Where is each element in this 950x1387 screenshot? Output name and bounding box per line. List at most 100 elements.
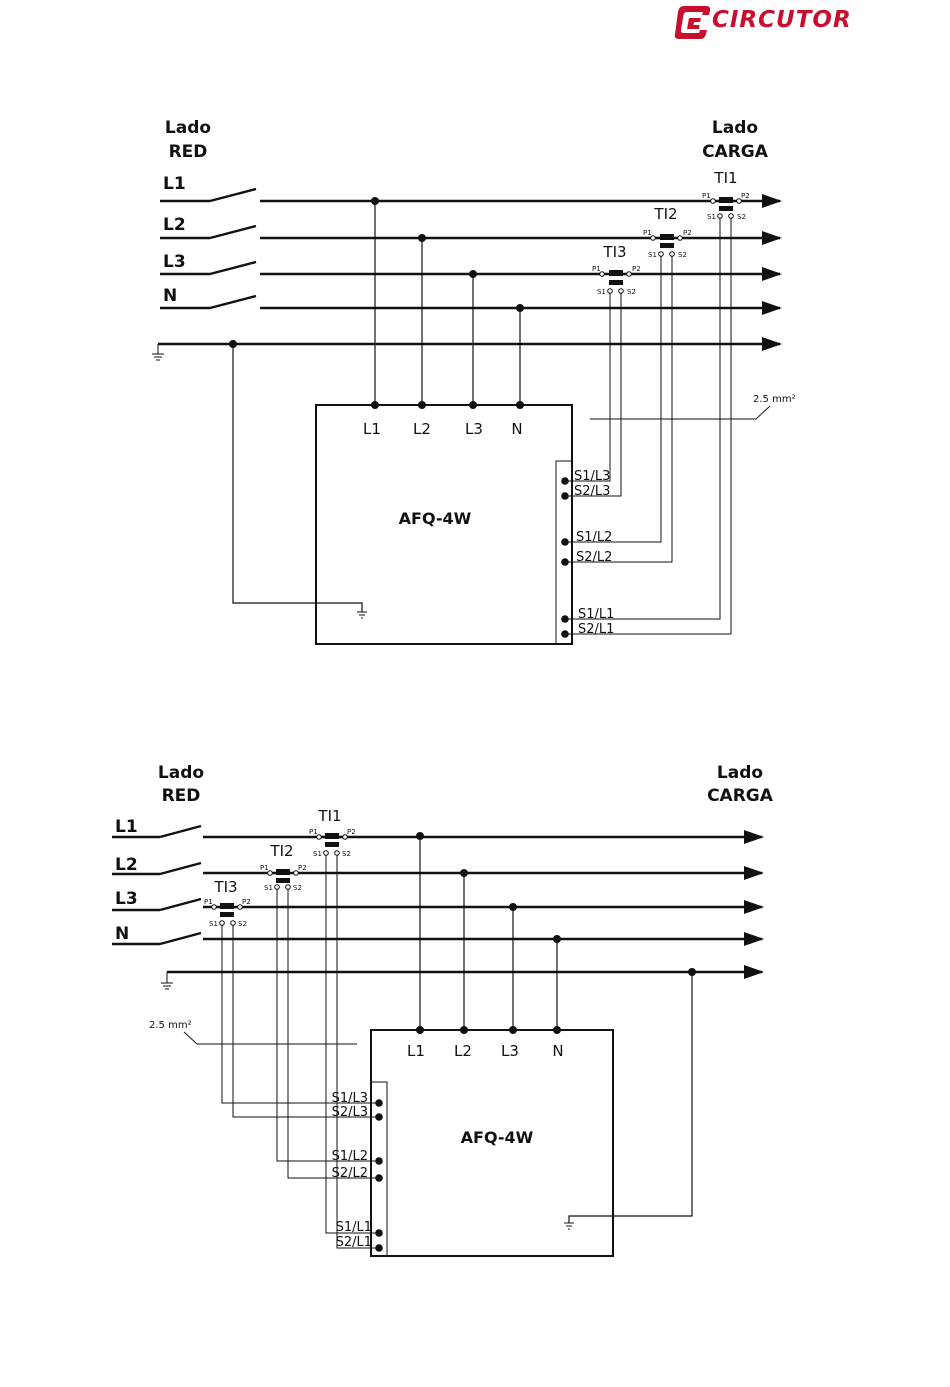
line-label-n: N — [163, 286, 177, 306]
ct-terminal-label: P1 — [204, 898, 213, 906]
brand-name: CIRCUTOR — [712, 5, 852, 35]
terminal-dot — [371, 401, 379, 409]
current-transformer-ti3: TI3 P1 P2 S1 S2 — [592, 243, 641, 296]
ct-terminal-label: S1 — [597, 288, 606, 296]
ct-input-label: S1/L1 — [336, 1220, 372, 1235]
ct-input-terminals — [561, 477, 569, 638]
ct-terminal-label: S1 — [264, 884, 273, 892]
terminal-dot — [416, 1026, 424, 1034]
ct-input-label: S2/L2 — [576, 550, 612, 565]
ct-label: TI2 — [269, 842, 293, 860]
current-transformer-ti3: TI3 P1 P2 S1 S2 — [204, 878, 251, 928]
device-terminal-label: L2 — [454, 1042, 472, 1060]
junction-dot — [469, 270, 477, 278]
junction-dot — [516, 304, 524, 312]
ct-input-label: S1/L3 — [574, 469, 610, 484]
line-label-l3: L3 — [115, 889, 138, 909]
device-terminal-label: L3 — [465, 420, 483, 438]
line-label-l3: L3 — [163, 252, 186, 272]
current-transformer-ti1: TI1 P1 P2 S1 S2 — [309, 807, 356, 858]
earth-symbol — [357, 612, 367, 618]
ct-terminal-label: P2 — [242, 898, 251, 906]
terminal-dot — [418, 401, 426, 409]
side-label-load: Lado — [717, 763, 763, 783]
junction-dot — [416, 832, 424, 840]
junction-dot — [371, 197, 379, 205]
ct-terminal-label: P1 — [643, 229, 652, 237]
ct-terminal-label: S2 — [737, 213, 746, 221]
ct-secondary-wires — [565, 218, 731, 634]
ct-terminal-label: P2 — [741, 192, 750, 200]
ct-secondary-wires — [222, 855, 379, 1248]
device-terminal-label: N — [511, 420, 522, 438]
device-terminal-label: L1 — [407, 1042, 425, 1060]
side-label-network: RED — [162, 786, 201, 806]
junction-dot — [460, 869, 468, 877]
ct-terminal-label: P1 — [702, 192, 711, 200]
earth-wire — [233, 344, 362, 612]
ct-input-terminals — [375, 1099, 383, 1252]
ct-label: TI3 — [213, 878, 237, 896]
ct-input-label: S1/L3 — [332, 1091, 368, 1106]
terminal-dot — [469, 401, 477, 409]
current-transformer-ti1: TI1 P1 P2 S1 S2 — [702, 169, 750, 221]
side-label-network: Lado — [158, 763, 204, 783]
ct-input-label: S2/L3 — [574, 484, 610, 499]
wiring-diagram-network-side: Lado RED Lado CARGA L1 L2 L3 N TI1 P1 P2 — [0, 750, 950, 1270]
line-label-l1: L1 — [115, 817, 138, 837]
device-name: AFQ-4W — [461, 1128, 534, 1147]
ct-label: TI1 — [317, 807, 341, 825]
circutor-logo: CIRCUTOR — [674, 2, 864, 42]
device-terminal-label: N — [552, 1042, 563, 1060]
ct-label: TI2 — [653, 205, 677, 223]
line-label-n: N — [115, 924, 129, 944]
voltage-connections — [420, 837, 557, 1030]
ct-label: TI3 — [602, 243, 626, 261]
side-label-load: CARGA — [707, 786, 774, 806]
terminal-dot — [509, 1026, 517, 1034]
ct-input-label: S1/L2 — [332, 1149, 368, 1164]
device-terminal-label: L2 — [413, 420, 431, 438]
circutor-logo-icon — [674, 2, 714, 42]
ct-terminal-label: P2 — [683, 229, 692, 237]
junction-dot — [553, 935, 561, 943]
ct-terminal-label: P2 — [632, 265, 641, 273]
ct-input-label: S1/L1 — [578, 607, 614, 622]
terminal-dot — [553, 1026, 561, 1034]
current-transformer-ti2: TI2 P1 P2 S1 S2 — [260, 842, 307, 892]
earth-symbol — [152, 344, 164, 360]
cable-section-label: 2.5 mm² — [149, 1020, 192, 1031]
ct-terminal-label: S1 — [209, 920, 218, 928]
ct-terminal-label: P1 — [309, 828, 318, 836]
device-terminal-label: L1 — [363, 420, 381, 438]
side-label-load: CARGA — [702, 142, 769, 162]
ct-terminal-label: S2 — [678, 251, 687, 259]
ct-terminal-label: S2 — [293, 884, 302, 892]
terminal-dot — [516, 401, 524, 409]
junction-dot — [418, 234, 426, 242]
ct-terminal-label: S2 — [342, 850, 351, 858]
ct-terminal-label: P1 — [592, 265, 601, 273]
ct-terminal-label: S1 — [648, 251, 657, 259]
ct-input-label: S2/L1 — [578, 622, 614, 637]
ct-terminal-label: P2 — [298, 864, 307, 872]
earth-wire — [569, 972, 692, 1223]
wiring-diagram-load-side: Lado RED Lado CARGA L1 L2 L3 N TI1 P1 P2 — [0, 100, 950, 660]
side-label-network: RED — [169, 142, 208, 162]
junction-dot — [509, 903, 517, 911]
line-label-l2: L2 — [115, 855, 138, 875]
line-label-l1: L1 — [163, 174, 186, 194]
ct-input-label: S2/L3 — [332, 1105, 368, 1120]
ct-input-label: S2/L2 — [332, 1166, 368, 1181]
ct-terminal-label: P2 — [347, 828, 356, 836]
terminal-dot — [460, 1026, 468, 1034]
ct-terminal-label: S2 — [238, 920, 247, 928]
ct-input-label: S2/L1 — [336, 1235, 372, 1250]
ct-terminal-label: S1 — [707, 213, 716, 221]
voltage-connections — [375, 201, 520, 405]
device-name: AFQ-4W — [399, 509, 472, 528]
side-label-network: Lado — [165, 118, 211, 138]
ct-label: TI1 — [713, 169, 737, 187]
ct-input-label: S1/L2 — [576, 530, 612, 545]
earth-symbol — [564, 1223, 574, 1229]
